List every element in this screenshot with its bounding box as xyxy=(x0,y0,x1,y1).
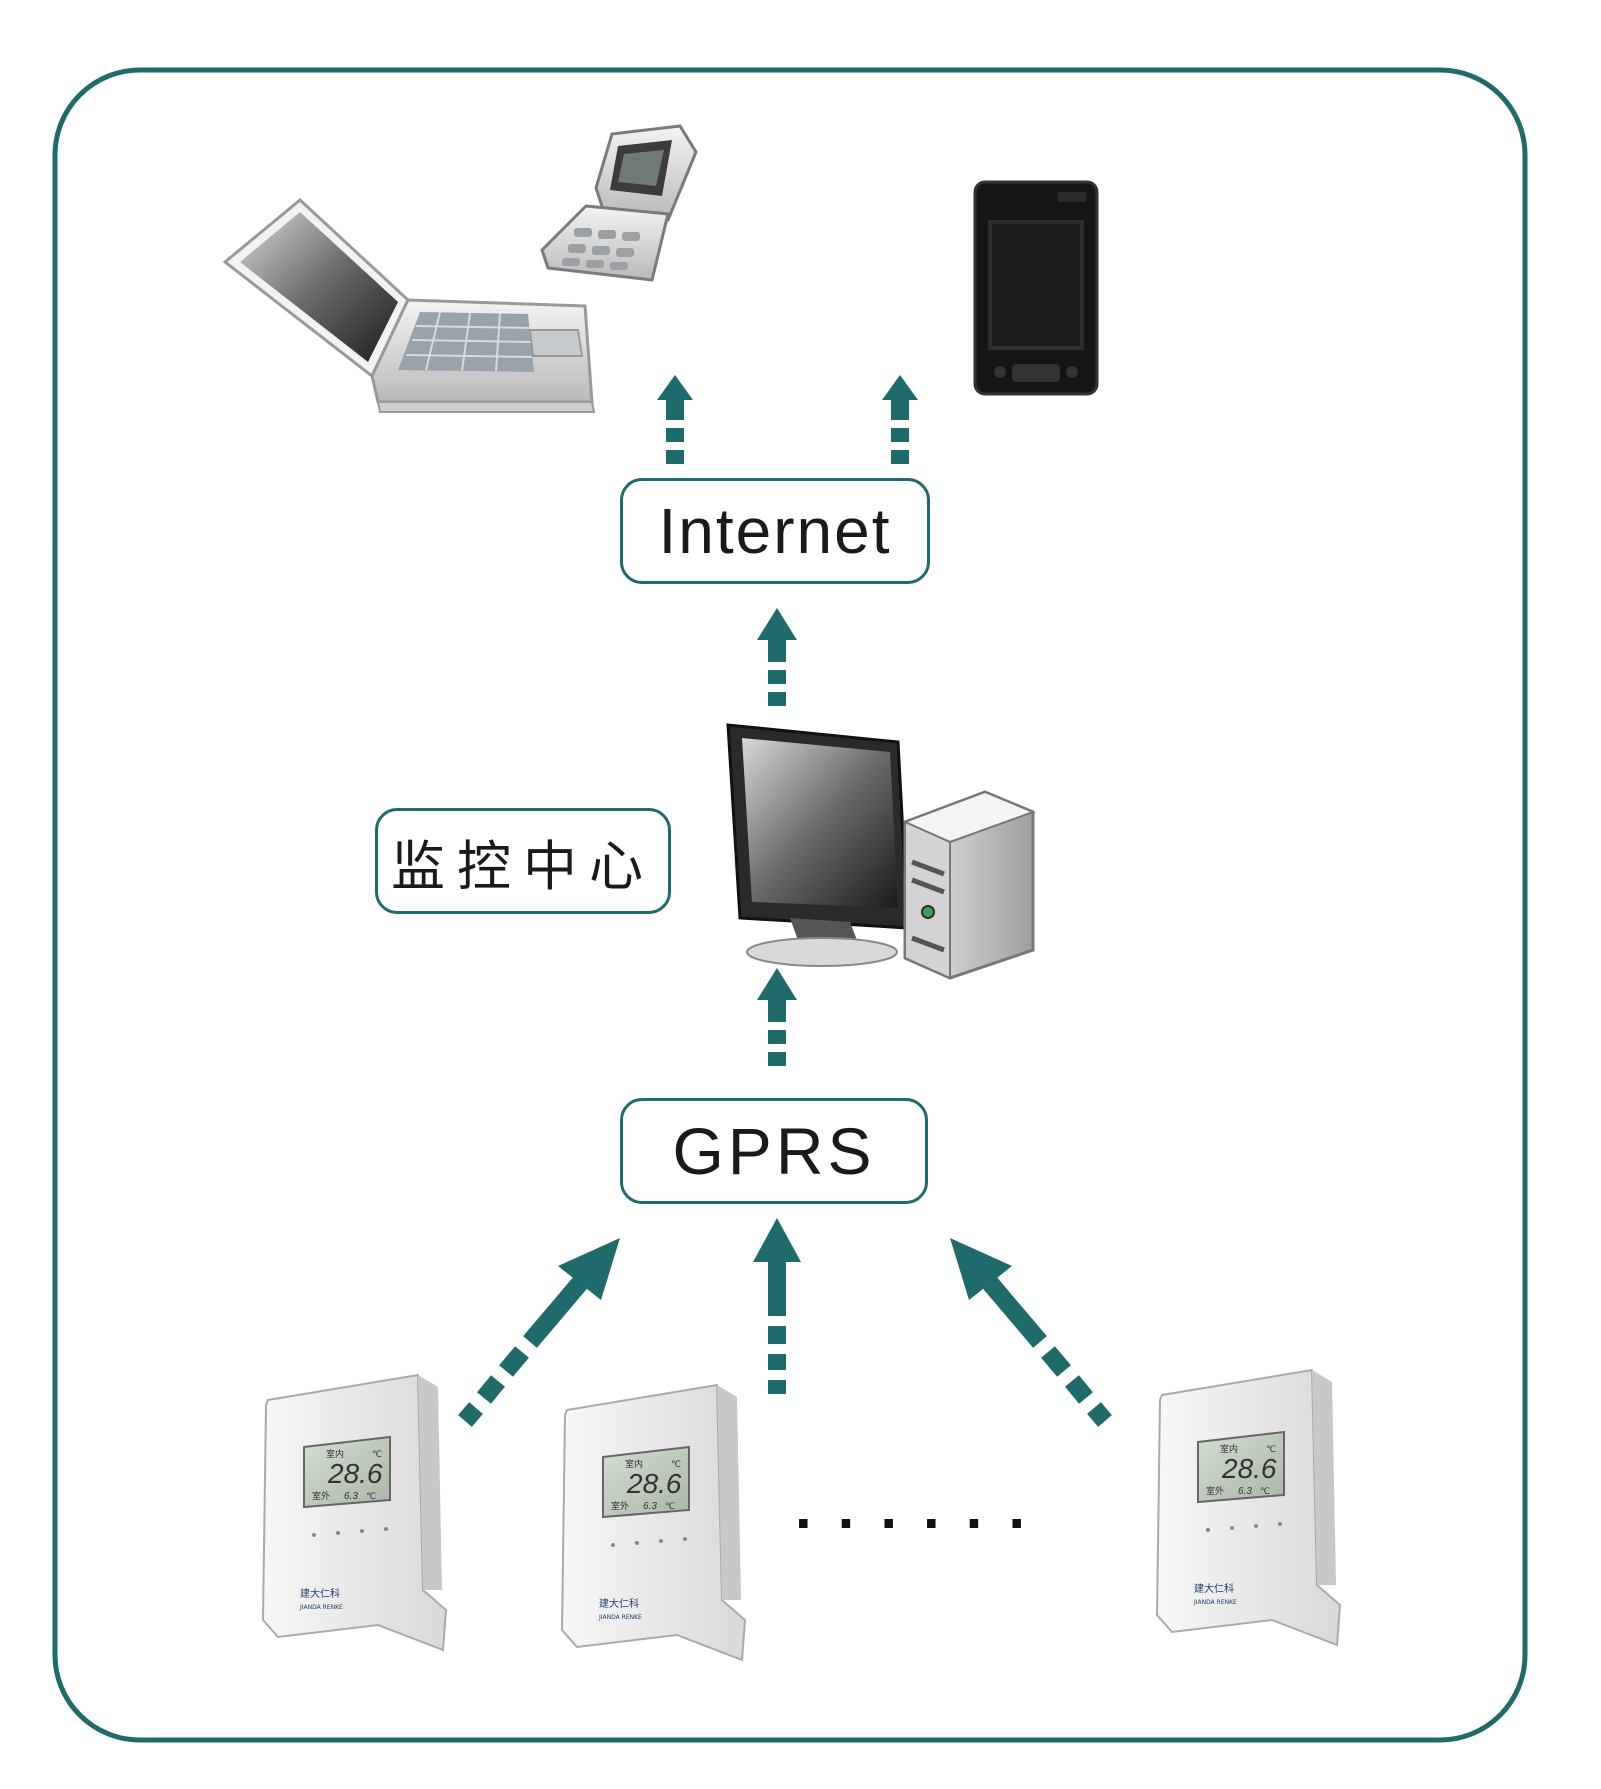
temperature-sensor-icon: 28.6 室内 ℃ 室外 6.3 ℃ 建大仁科 JIANDA RENKE xyxy=(1155,1368,1342,1647)
svg-text:28.6: 28.6 xyxy=(626,1468,682,1499)
svg-text:℃: ℃ xyxy=(1266,1445,1276,1455)
svg-text:℃: ℃ xyxy=(665,1502,675,1512)
arrow-gprs-to-center xyxy=(757,968,797,1066)
temperature-sensor-left: 28.6 室内 ℃ 室外 6.3 ℃ 建大仁科 JIANDA RENKE xyxy=(261,1373,448,1652)
svg-text:建大仁科: 建大仁科 xyxy=(300,1587,340,1600)
svg-text:℃: ℃ xyxy=(671,1460,681,1470)
svg-text:28.6: 28.6 xyxy=(1221,1453,1277,1484)
pda-icon xyxy=(973,180,1099,396)
svg-text:室外: 室外 xyxy=(611,1500,629,1512)
svg-text:室内: 室内 xyxy=(326,1448,344,1460)
arrow-center-to-internet xyxy=(757,608,797,706)
svg-text:6.3: 6.3 xyxy=(1238,1486,1252,1497)
arrow-internet-to-pda xyxy=(882,375,918,464)
temperature-sensor-icon: 28.6 室内 ℃ 室外 6.3 ℃ 建大仁科 JIANDA RENKE xyxy=(261,1373,448,1652)
desktop-computer-icon xyxy=(726,723,1036,980)
svg-text:室内: 室内 xyxy=(1220,1443,1238,1455)
arrow-internet-to-laptop xyxy=(657,375,693,464)
monitor-center-node: 监控中心 xyxy=(375,808,671,914)
svg-text:室内: 室内 xyxy=(625,1458,643,1470)
svg-text:℃: ℃ xyxy=(366,1492,376,1502)
temperature-sensor-right: 28.6 室内 ℃ 室外 6.3 ℃ 建大仁科 JIANDA RENKE xyxy=(1155,1368,1342,1647)
diagram-frame xyxy=(52,67,1528,1743)
svg-text:6.3: 6.3 xyxy=(344,1491,358,1502)
svg-text:℃: ℃ xyxy=(1260,1487,1270,1497)
gprs-label: GPRS xyxy=(672,1114,876,1188)
arrow-sensor-right-to-gprs xyxy=(950,1238,1112,1427)
laptop-icon xyxy=(222,198,596,413)
monitor-center-label: 监控中心 xyxy=(391,834,655,898)
svg-text:建大仁科: 建大仁科 xyxy=(599,1597,639,1610)
arrow-sensor-left-to-gprs xyxy=(458,1238,620,1427)
more-sensors-ellipsis: ...... xyxy=(795,1474,1051,1541)
internet-node: Internet xyxy=(620,478,930,584)
svg-text:建大仁科: 建大仁科 xyxy=(1194,1582,1234,1595)
svg-text:6.3: 6.3 xyxy=(643,1501,657,1512)
gprs-node: GPRS xyxy=(620,1098,928,1204)
arrows xyxy=(458,375,1112,1427)
temperature-sensor-middle: 28.6 室内 ℃ 室外 6.3 ℃ 建大仁科 JIANDA RENKE xyxy=(560,1383,747,1662)
internet-label: Internet xyxy=(658,495,892,567)
flip-phone-icon xyxy=(540,124,698,282)
svg-text:JIANDA RENKE: JIANDA RENKE xyxy=(299,1604,343,1611)
arrow-sensor-center-to-gprs xyxy=(753,1218,801,1394)
svg-text:JIANDA RENKE: JIANDA RENKE xyxy=(1193,1599,1237,1606)
temperature-sensor-icon: 28.6 室内 ℃ 室外 6.3 ℃ 建大仁科 JIANDA RENKE xyxy=(560,1383,747,1662)
svg-text:室外: 室外 xyxy=(1206,1485,1224,1497)
svg-text:28.6: 28.6 xyxy=(327,1458,383,1489)
svg-text:JIANDA RENKE: JIANDA RENKE xyxy=(598,1614,642,1621)
svg-text:室外: 室外 xyxy=(312,1490,330,1502)
svg-text:℃: ℃ xyxy=(372,1450,382,1460)
